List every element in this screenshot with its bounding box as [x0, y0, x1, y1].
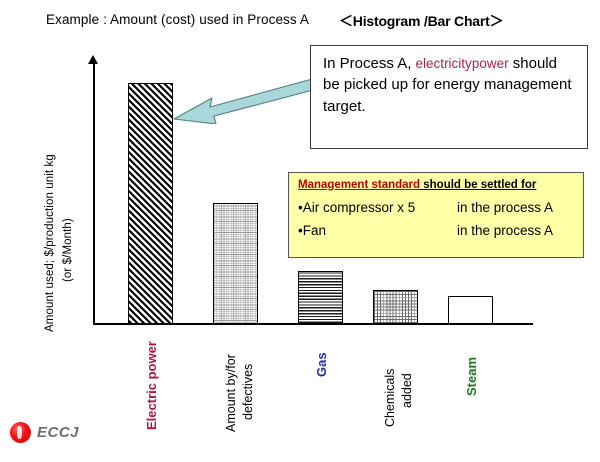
page-title: Example : Amount (cost) used in Process … — [46, 12, 309, 27]
bar-electric-power[interactable] — [128, 83, 173, 324]
x-label-electric-power: Electric power — [144, 341, 159, 430]
x-label-chemicals-line1: Chemicals — [383, 368, 397, 427]
x-label-chemicals-line2: added — [400, 373, 414, 408]
y-axis-arrow-icon — [88, 55, 98, 64]
bar-chemicals-added[interactable] — [373, 290, 418, 324]
x-label-amount-defectives-line2: defectives — [241, 363, 255, 420]
callout-highlight-electricity: electricity — [415, 56, 472, 71]
heading-highlight: Management standard — [298, 179, 421, 191]
heading-rest: should be settled for — [420, 179, 537, 191]
x-label-steam: Steam — [464, 356, 479, 396]
bar-gas[interactable] — [298, 271, 343, 324]
y-axis-label-line1: Amount used; $/production unit kg — [44, 154, 56, 332]
left-pointing-arrow-icon — [173, 77, 318, 124]
x-label-gas: Gas — [314, 352, 329, 377]
note-row-air-compressor: •Air compressor x 5 in the process A — [298, 200, 583, 217]
note-row-1-right: in the process A — [457, 223, 554, 238]
management-standard-box: Management standard should be settled fo… — [288, 172, 584, 258]
bar-steam[interactable] — [448, 296, 493, 324]
note-row-0-left: •Air compressor x 5 — [298, 200, 416, 215]
note-row-0-right: in the process A — [457, 200, 554, 215]
eccj-logo: ECCJ — [10, 421, 100, 447]
callout-box: In Process A, electricitypower should be… — [310, 45, 588, 149]
note-row-1-left: •Fan — [298, 223, 326, 238]
callout-highlight-power: power — [471, 56, 509, 71]
callout-text-part2: should be picked up for energy managemen… — [323, 55, 572, 115]
note-row-fan: •Fan in the process A — [298, 223, 583, 240]
bar-amount-for-defectives[interactable] — [213, 203, 258, 324]
y-axis-label-line2: (or $/Month) — [62, 218, 74, 282]
x-label-amount-defectives-line1: Amount by/for — [224, 354, 238, 432]
chart-type-label: ＜Histogram /Bar Chart＞ — [339, 13, 504, 29]
eccj-logo-text: ECCJ — [37, 424, 80, 441]
callout-text-part1: In Process A, — [323, 55, 416, 72]
y-axis-line — [93, 62, 95, 324]
management-standard-heading: Management standard should be settled fo… — [298, 179, 583, 191]
eccj-logo-mark-icon — [10, 422, 31, 443]
